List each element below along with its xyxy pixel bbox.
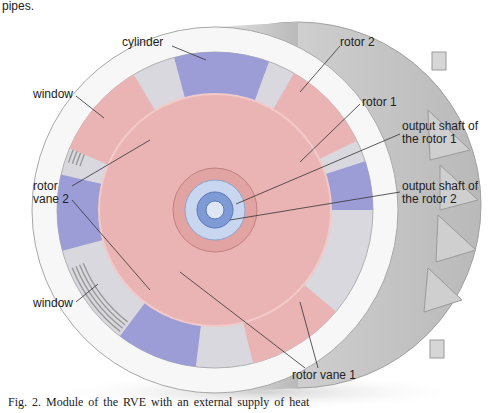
part-label: pipes. — [2, 0, 62, 13]
leader-line — [72, 200, 150, 290]
leader-line — [180, 272, 305, 368]
window-hatch — [65, 60, 365, 360]
cylinder-ring — [32, 27, 398, 393]
rotor-vane-2 — [79, 74, 351, 346]
part-label: window — [33, 297, 93, 310]
window-hatch — [61, 56, 369, 364]
rotor-1-rim — [99, 94, 331, 326]
rotor-2-vanes — [79, 74, 351, 346]
rotor-1-vanes — [80, 75, 350, 345]
figure-caption: Fig. 2. Module of the RVE with an extern… — [8, 395, 498, 409]
rotor-vane-2 — [79, 74, 351, 346]
window-hatch — [69, 64, 361, 356]
window-lower — [61, 56, 369, 364]
pipe-fin — [436, 215, 476, 262]
window-hatch — [65, 60, 365, 360]
rotor-vane-2 — [79, 74, 351, 346]
output-shaft-rotor-2 — [197, 192, 233, 228]
leader-line — [76, 96, 104, 118]
window-hatch — [73, 68, 357, 352]
leader-line — [230, 192, 400, 220]
window-hatch — [73, 68, 357, 352]
part-label: rotor 1 — [362, 96, 432, 109]
window-hatch — [61, 56, 369, 364]
output-shaft-rotor-1 — [185, 180, 245, 240]
part-label: output shaft of the rotor 1 — [402, 120, 482, 146]
pipe-tab — [432, 52, 446, 70]
part-label: window — [33, 88, 93, 101]
window-upper — [61, 56, 369, 364]
shaft-bore — [206, 201, 224, 219]
part-label: rotor vane 1 — [292, 369, 382, 382]
rotor-vane-1 — [80, 75, 350, 345]
leader-line — [172, 46, 206, 60]
chamber — [57, 52, 373, 368]
leader-line — [72, 140, 150, 186]
leader-line — [300, 46, 340, 92]
part-label: cylinder — [122, 36, 192, 49]
pipe-fin — [424, 268, 462, 312]
window-hatch — [69, 64, 361, 356]
pipe-tab — [430, 340, 444, 358]
leader-lines — [72, 46, 400, 368]
part-label: rotor 2 — [340, 36, 410, 49]
leader-line — [300, 104, 360, 162]
rotor-vane-1 — [80, 75, 350, 345]
rotor-vane-1 — [80, 75, 350, 345]
rotor-1-hub — [173, 168, 257, 252]
leader-line — [300, 302, 318, 368]
rotor-vane-2 — [79, 74, 351, 346]
leader-line — [76, 284, 98, 302]
leader-line — [236, 134, 400, 204]
part-label: rotor vane 2 — [33, 180, 75, 206]
part-label: output shaft of the rotor 2 — [402, 180, 482, 206]
